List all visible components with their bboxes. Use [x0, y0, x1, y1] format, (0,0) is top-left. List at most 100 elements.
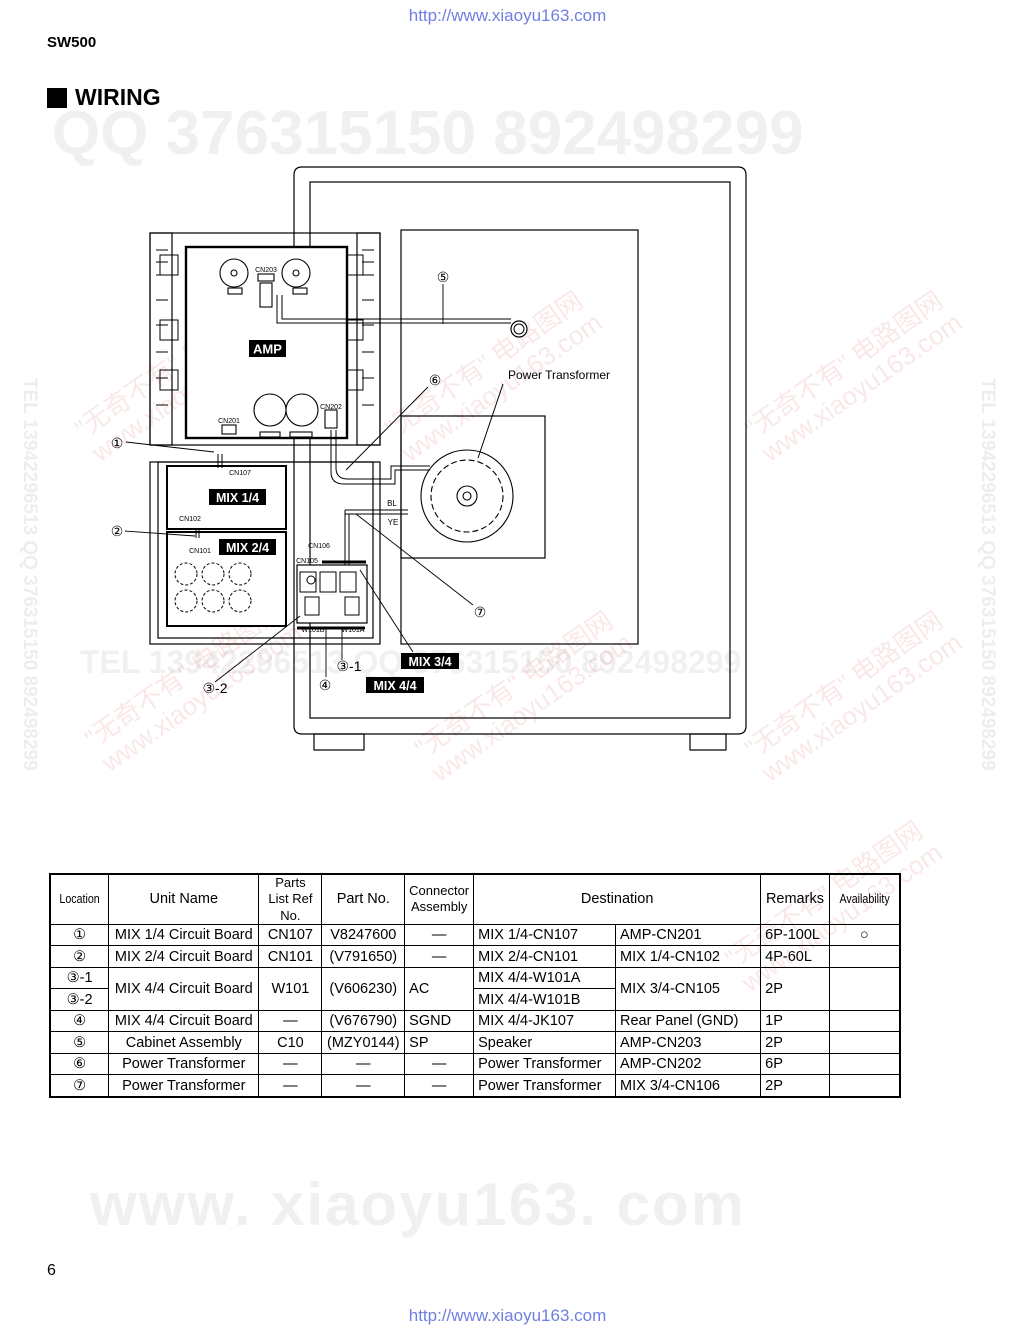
cell-connector: AC — [404, 966, 475, 1011]
w101b-label: W101B — [302, 627, 325, 634]
foot-right — [689, 733, 727, 751]
cell-connector: — — [404, 923, 475, 947]
cn105-label: CN105 — [296, 558, 318, 565]
cell-dest-a: Speaker — [473, 1031, 617, 1054]
cell-part-no: (MZY0144) — [321, 1031, 406, 1054]
table-row: ② MIX 2/4 Circuit Board CN101 (V791650) … — [49, 945, 901, 968]
cell-part-no: (V606230) — [321, 966, 406, 1011]
cell-unit-name: Power Transformer — [108, 1052, 260, 1076]
header-destination: Destination — [473, 873, 762, 925]
mix24-label: MIX 2/4 — [226, 541, 269, 555]
amp-heatsink-left — [149, 232, 173, 446]
table-header-row: Location Unit Name Parts List Ref No. Pa… — [49, 873, 901, 925]
cell-remarks: 6P-100L — [760, 923, 830, 947]
cell-part-no: — — [321, 1052, 406, 1076]
callout-7: ⑦ — [474, 604, 487, 620]
header-url-link[interactable]: http://www.xiaoyu163.com — [408, 6, 607, 25]
cn202-label: CN202 — [320, 404, 342, 411]
wire-ye-label: YE — [388, 518, 399, 527]
cell-availability: ○ — [828, 923, 901, 947]
watermark-site: www. xiaoyu163. com — [90, 1171, 747, 1238]
cell-availability — [828, 966, 901, 1011]
cell-availability — [828, 1009, 901, 1033]
section-title-text: WIRING — [75, 84, 161, 110]
wire-bl-label: BL — [387, 499, 397, 508]
callout-5: ⑤ — [437, 269, 450, 285]
header-part-no: Part No. — [321, 873, 406, 925]
cell-remarks: 2P — [760, 1031, 830, 1054]
cell-dest-b: MIX 3/4-CN105 — [615, 966, 762, 1011]
cell-unit-name: MIX 4/4 Circuit Board — [108, 1009, 260, 1033]
cell-connector: SGND — [404, 1009, 475, 1033]
callout-2: ② — [111, 523, 124, 539]
callout-6: ⑥ — [429, 372, 442, 388]
model-name: SW500 — [47, 34, 97, 51]
cell-location: ③-2 — [49, 988, 110, 1011]
cn101-label: CN101 — [189, 548, 211, 555]
header-connector-assembly: Connector Assembly — [404, 873, 475, 925]
cell-dest-a: MIX 4/4-W101B — [473, 988, 617, 1011]
cell-ref: — — [258, 1074, 323, 1098]
cell-unit-name: Power Transformer — [108, 1074, 260, 1098]
mix44-label: MIX 4/4 — [373, 679, 416, 693]
table-row: ③-1 MIX 4/4 Circuit Board W101 (V606230)… — [49, 966, 901, 1011]
cell-location: ② — [49, 945, 110, 968]
cell-ref: W101 — [258, 966, 323, 1011]
power-transformer-label: Power Transformer — [508, 368, 610, 382]
cell-dest-b: MIX 1/4-CN102 — [615, 945, 762, 968]
cell-ref: — — [258, 1009, 323, 1033]
watermark-side-left: TEL 13942296513 QQ 376315150 892498299 — [19, 378, 40, 771]
footer-url-link[interactable]: http://www.xiaoyu163.com — [408, 1306, 607, 1325]
cell-part-no: — — [321, 1074, 406, 1098]
cell-dest-a: MIX 4/4-JK107 — [473, 1009, 617, 1033]
cn102-label: CN102 — [179, 516, 201, 523]
header-parts-list-ref: Parts List Ref No. — [258, 873, 323, 925]
cell-remarks: 2P — [760, 1074, 830, 1098]
mix34-label: MIX 3/4 — [408, 655, 451, 669]
wiring-parts-table: Location Unit Name Parts List Ref No. Pa… — [49, 873, 901, 1098]
cn201-label: CN201 — [218, 418, 240, 425]
mix14-label: MIX 1/4 — [216, 491, 259, 505]
lower-frame-inner — [157, 461, 374, 639]
callout-3-1: ③-1 — [337, 658, 362, 674]
rear-panel — [400, 229, 639, 645]
cell-ref: CN107 — [258, 923, 323, 947]
transformer-plate — [400, 415, 546, 559]
table-row: ⑥ Power Transformer — — — Power Transfor… — [49, 1052, 901, 1076]
cell-ref: C10 — [258, 1031, 323, 1054]
cell-remarks: 4P-60L — [760, 945, 830, 968]
cell-location: ③-1 — [49, 966, 110, 990]
cell-availability — [828, 1074, 901, 1098]
amp-label-bg — [249, 340, 286, 357]
header-remarks: Remarks — [760, 873, 830, 925]
cell-dest-b: Rear Panel (GND) — [615, 1009, 762, 1033]
callout-1: ① — [111, 435, 124, 451]
table-row: ① MIX 1/4 Circuit Board CN107 V8247600 —… — [49, 923, 901, 947]
cell-location: ⑦ — [49, 1074, 110, 1098]
cell-part-no: (V791650) — [321, 945, 406, 968]
cell-ref: CN101 — [258, 945, 323, 968]
callout-4: ④ — [319, 677, 332, 693]
cell-part-no: V8247600 — [321, 923, 406, 947]
power-transformer — [420, 449, 514, 543]
cell-remarks: 1P — [760, 1009, 830, 1033]
table-row: ④ MIX 4/4 Circuit Board — (V676790) SGND… — [49, 1009, 901, 1033]
cell-dest-b: MIX 3/4-CN106 — [615, 1074, 762, 1098]
cell-location: ⑥ — [49, 1052, 110, 1076]
cell-connector: — — [404, 1074, 475, 1098]
watermark-qq: QQ 376315150 892498299 — [52, 99, 804, 168]
cell-location: ④ — [49, 1009, 110, 1033]
section-title: WIRING — [47, 84, 161, 111]
cn203-label: CN203 — [255, 267, 277, 274]
cell-unit-name: Cabinet Assembly — [108, 1031, 260, 1054]
cell-dest-a: Power Transformer — [473, 1074, 617, 1098]
cell-connector: SP — [404, 1031, 475, 1054]
cell-dest-b: AMP-CN201 — [615, 923, 762, 947]
cell-availability — [828, 1031, 901, 1054]
cell-availability — [828, 1052, 901, 1076]
cell-dest-a: Power Transformer — [473, 1052, 617, 1076]
header-availability: Availability — [828, 873, 901, 925]
cell-location: ① — [49, 923, 110, 947]
cell-dest-b: AMP-CN203 — [615, 1031, 762, 1054]
table-row: ⑦ Power Transformer — — — Power Transfor… — [49, 1074, 901, 1098]
